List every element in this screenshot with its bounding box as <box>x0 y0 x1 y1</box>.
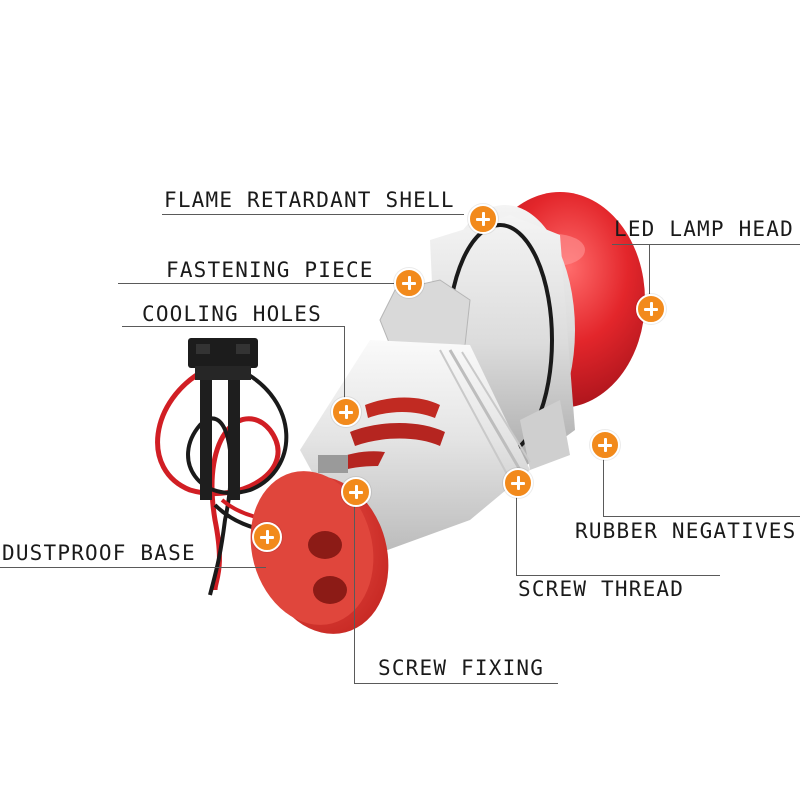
label-fastening-piece: FASTENING PIECE <box>166 258 374 282</box>
rubber-negatives-plus-icon[interactable] <box>590 430 620 460</box>
cooling-hole-mid <box>350 423 445 446</box>
cooling-holes-leader <box>344 326 345 398</box>
screw-fixing-rule <box>354 683 558 684</box>
screw-fixing-leader <box>354 503 355 683</box>
rubber-negatives-leader <box>603 457 604 517</box>
cooling-hole-top <box>365 397 440 418</box>
led-lamp-head-plus-icon[interactable] <box>636 294 666 324</box>
screw-fixing-plus-icon[interactable] <box>341 477 371 507</box>
dustproof-base-plus-icon[interactable] <box>252 522 282 552</box>
screw-hole-bottom <box>313 576 347 604</box>
dustproof-base-rule <box>0 567 266 568</box>
screw-thread-rule <box>516 575 720 576</box>
cooling-holes-rule <box>122 326 344 327</box>
cooling-holes-plus-icon[interactable] <box>331 397 361 427</box>
label-rubber-negatives: RUBBER NEGATIVES <box>575 519 797 543</box>
fastening-piece-plus-icon[interactable] <box>394 268 424 298</box>
rubber-negatives-rule <box>603 516 800 517</box>
label-cooling-holes: COOLING HOLES <box>142 302 322 326</box>
label-dustproof-base: DUSTPROOF BASE <box>2 541 196 565</box>
screw-thread-leader <box>516 495 517 575</box>
label-led-lamp-head: LED LAMP HEAD <box>614 217 794 241</box>
label-screw-fixing: SCREW FIXING <box>378 656 545 680</box>
screw-hole-top <box>308 531 342 559</box>
label-flame-retardant-shell: FLAME RETARDANT SHELL <box>164 188 455 212</box>
led-lamp-head-leader <box>649 244 650 294</box>
red-wire <box>155 367 281 591</box>
screw-thread-plus-icon[interactable] <box>503 468 533 498</box>
black-wire <box>186 368 289 596</box>
flame-retardant-shell-plus-icon[interactable] <box>468 204 498 234</box>
led-lamp-head-rule <box>612 244 800 245</box>
wire-connector <box>188 338 258 500</box>
dustproof-base <box>250 471 389 634</box>
fastening-piece-rule <box>118 283 394 284</box>
label-screw-thread: SCREW THREAD <box>518 577 685 601</box>
flame-retardant-shell-rule <box>162 214 464 215</box>
